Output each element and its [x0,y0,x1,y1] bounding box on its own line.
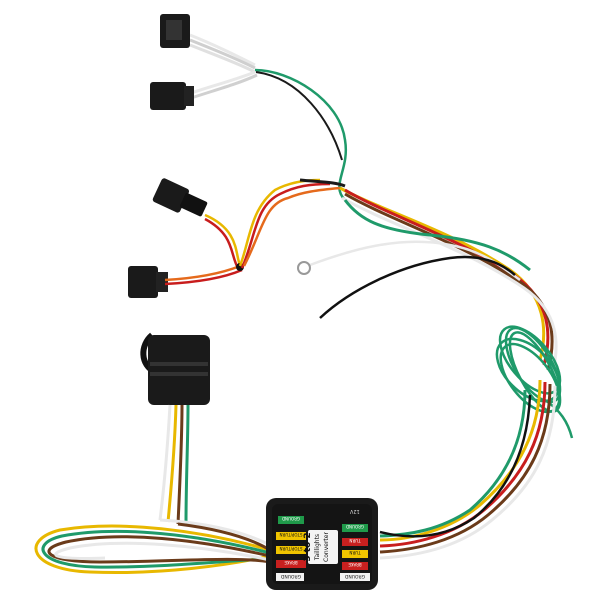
converter-center-label: 3 to 2 Taillights Converter [303,524,342,570]
converter-title-bot: Converter [323,532,330,562]
converter-title-mid: Taillights [314,533,321,561]
converter-left-label-4: GROUND [281,516,301,521]
top-connector-pair [150,14,348,201]
converter-voltage: 12V [350,508,360,514]
converter-left-label-1: STOP/TURN [279,532,303,537]
connector-mid-1 [152,178,190,213]
bottom-left-coil [34,518,271,575]
converter-left-label-0: GROUND [280,573,302,578]
connector-top-2 [150,82,186,110]
converter-left-label-2: STOP/TURN [279,546,303,551]
lower-wire-bundle [379,379,557,560]
ring-terminal [297,261,311,275]
converter-right-label-3: BRAKE [348,562,362,567]
middle-connector-pair [128,178,346,298]
converter-right-label-1: TURN [349,538,361,543]
converter-right-label-4: GROUND [345,524,365,529]
converter-right-label-0: GROUND [344,573,366,578]
converter-box [266,498,378,590]
converter-left-label-3: BRAKE [284,560,298,565]
trailer-4pin-connector [140,332,210,525]
main-wire-bundle [297,186,558,376]
connector-mid-2 [128,266,158,298]
converter-right-label-2: TURN [349,550,361,555]
